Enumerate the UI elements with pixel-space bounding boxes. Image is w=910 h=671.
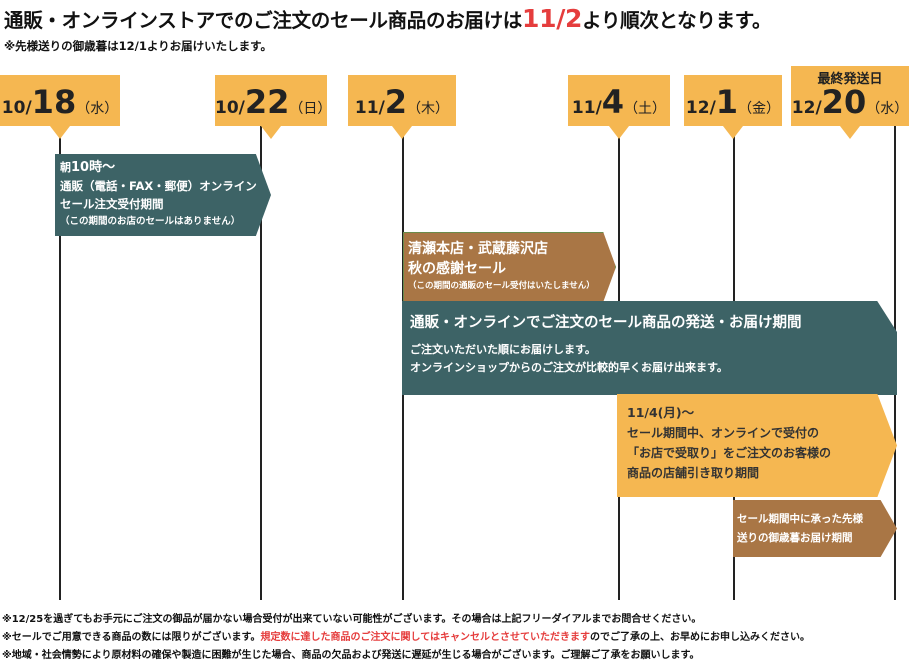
- note-supply-delay: ※地域・社会情勢により原材料の確保や製造に困難が生じた場合、商品の欠品および発送…: [2, 650, 700, 661]
- timeline-line-oct22: [260, 126, 262, 600]
- date-marker-oct22: 10/22（日）: [215, 75, 331, 139]
- timeline-line-oct18: [59, 126, 61, 600]
- period-bar-delivery: 通販・オンラインでご注文のセール商品の発送・お届け期間 ご注文いただいた順にお届…: [402, 301, 897, 395]
- date-marker-dec1: 12/1（金）: [684, 75, 782, 139]
- final-shipping-label: 最終発送日: [817, 72, 883, 87]
- period-bar-oseibo-delivery: セール期間中に承った先様 送りの御歳暮お届け期間: [733, 500, 897, 557]
- footer-notes: ※12/25を過ぎてもお手元にご注文の御品が届かない場合受付が出来ていない可能性…: [2, 611, 810, 665]
- period-bar-store-pickup: 11/4(月)〜 セール期間中、オンラインで受付の 「お店で受取り」をご注文のお…: [617, 394, 897, 497]
- page-title: 通販・オンラインストアでのご注文のセール商品のお届けは11/2より順次となります…: [4, 4, 772, 33]
- note-delivery-deadline: ※12/25を過ぎてもお手元にご注文の御品が届かない場合受付が出来ていない可能性…: [2, 614, 702, 625]
- page-subtitle: ※先様送りの御歳暮は12/1よりお届けいたします。: [4, 39, 273, 53]
- title-highlight-date: 11/2: [522, 4, 583, 33]
- period-bar-store-sale: 清瀬本店・武蔵藤沢店 秋の感謝セール （この期間の通販のセール受付はいたしません…: [403, 232, 616, 302]
- period-bar-online-order: 朝10時〜 通販（電話・FAX・郵便）オンライン セール注文受付期間 （この期間…: [55, 154, 271, 236]
- date-marker-dec20: 最終発送日 12/20（水）: [791, 66, 909, 139]
- date-marker-nov4: 11/4（土）: [568, 75, 670, 139]
- note-limited-stock: ※セールでご用意できる商品の数には限りがございます。規定数に達した商品のご注文に…: [2, 632, 811, 643]
- date-marker-nov2: 11/2（木）: [348, 75, 456, 139]
- date-marker-oct18: 10/18（水）: [0, 75, 120, 139]
